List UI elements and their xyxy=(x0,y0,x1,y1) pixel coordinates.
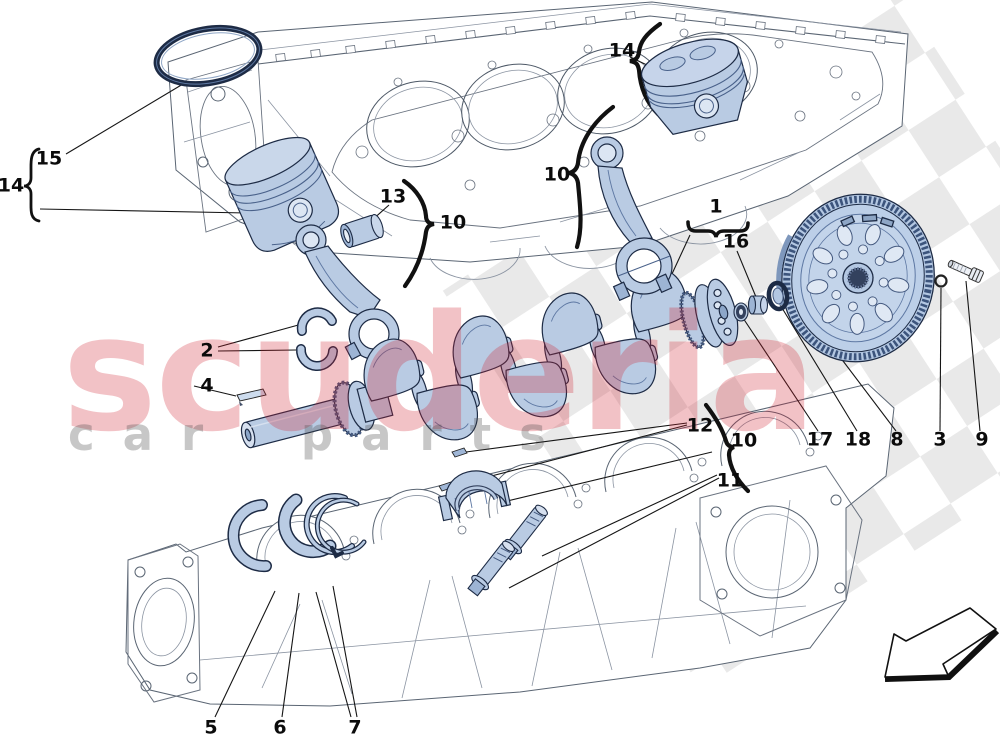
callout-brackets xyxy=(23,21,751,494)
direction-arrow-icon xyxy=(884,607,1000,682)
flywheel xyxy=(776,193,935,363)
callout-11: 11 xyxy=(716,469,744,492)
callout-7: 7 xyxy=(348,716,362,739)
callout-14: 14 xyxy=(0,174,25,197)
piston-left xyxy=(224,136,340,252)
leader-lines xyxy=(39,56,981,718)
callout-8: 8 xyxy=(890,428,904,451)
callout-18: 18 xyxy=(844,428,872,451)
callout-10: 10 xyxy=(439,211,467,234)
callout-3: 3 xyxy=(933,428,947,451)
main-bearing-cap xyxy=(437,470,512,522)
flywheel-bolt xyxy=(947,259,984,283)
callout-2: 2 xyxy=(200,339,214,362)
main-bearing-shells xyxy=(227,493,367,573)
callout-5: 5 xyxy=(204,716,218,739)
callout-15: 15 xyxy=(35,147,63,170)
connecting-rod-right xyxy=(590,136,673,302)
piston-pin xyxy=(340,213,384,249)
rear-seal xyxy=(766,280,790,312)
piston-right xyxy=(640,38,748,135)
callout-14: 14 xyxy=(608,39,636,62)
callout-6: 6 xyxy=(273,716,287,739)
callout-10: 10 xyxy=(730,429,758,452)
callout-10: 10 xyxy=(543,163,571,186)
callout-17: 17 xyxy=(806,428,834,451)
conrod-bearing-shells xyxy=(296,307,338,371)
pilot-bushing xyxy=(747,295,769,315)
bearing-cap-bolt-2 xyxy=(467,540,515,597)
callout-13: 13 xyxy=(379,185,407,208)
crankshaft xyxy=(240,269,739,449)
pilot-washer xyxy=(733,302,749,322)
o-ring xyxy=(934,274,948,288)
callout-9: 9 xyxy=(975,428,989,451)
crankshaft-seal-ring xyxy=(153,24,263,88)
callout-16: 16 xyxy=(722,230,750,253)
callout-1: 1 xyxy=(709,195,723,218)
callout-4: 4 xyxy=(200,374,214,397)
crankshaft-key xyxy=(236,388,267,406)
callout-12: 12 xyxy=(686,414,714,437)
